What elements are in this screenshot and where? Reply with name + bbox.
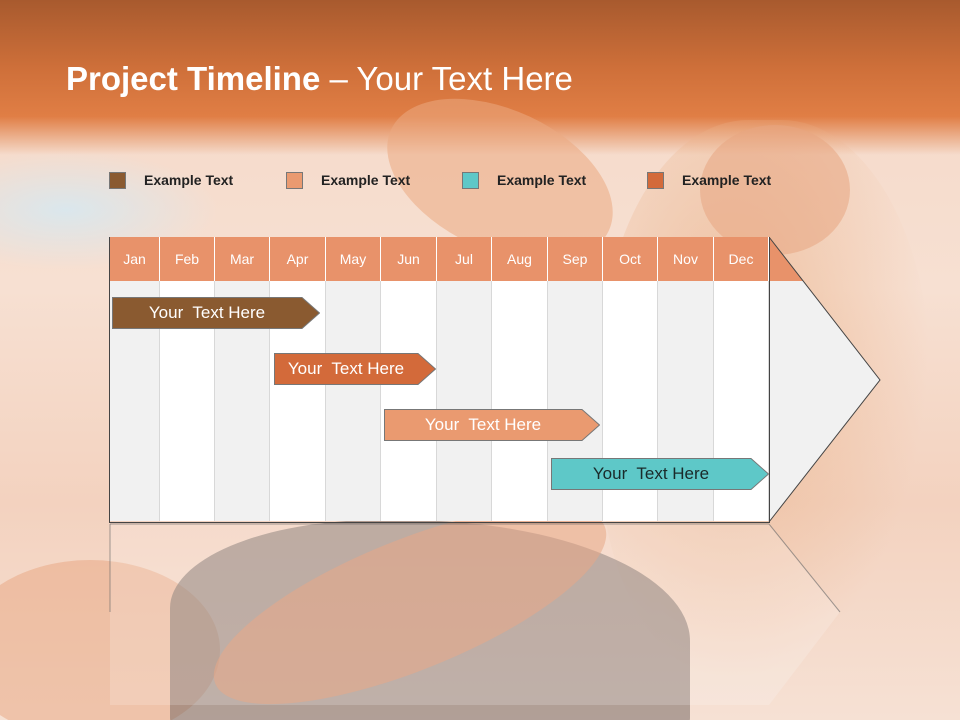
legend-item-2: Example Text bbox=[286, 170, 410, 190]
task-bar-arrow bbox=[384, 409, 600, 441]
task-bar-4: Your Text Here bbox=[551, 458, 769, 490]
month-column-aug bbox=[492, 281, 548, 521]
task-bar-shape bbox=[551, 458, 769, 490]
legend-label: Example Text bbox=[144, 172, 234, 188]
month-column-jun bbox=[381, 281, 437, 521]
task-bar-1: Your Text Here bbox=[112, 297, 320, 329]
task-bar-shape bbox=[384, 409, 600, 441]
title-main: Project Timeline bbox=[66, 60, 321, 97]
legend-label: Example Text bbox=[497, 172, 587, 188]
legend-swatch bbox=[462, 171, 479, 189]
task-bar-label: Your Text Here bbox=[148, 303, 266, 322]
arrow-outline bbox=[768, 236, 881, 523]
month-label-jul: Jul bbox=[437, 237, 492, 281]
reflection-edge-right bbox=[768, 523, 841, 613]
task-bar-shape bbox=[112, 297, 320, 329]
month-label-oct: Oct bbox=[603, 237, 658, 281]
task-bar-label: Your Text Here bbox=[424, 415, 542, 434]
month-label-mar: Mar bbox=[215, 237, 270, 281]
legend-item-1: Example Text bbox=[109, 170, 233, 190]
task-bar-label: Your Text Here bbox=[287, 359, 405, 378]
month-label-sep: Sep bbox=[548, 237, 603, 281]
timeline-reflection bbox=[110, 524, 840, 705]
task-bar-arrow bbox=[112, 297, 320, 329]
page-title: Project Timeline – Your Text Here bbox=[66, 60, 573, 98]
month-label-nov: Nov bbox=[658, 237, 714, 281]
task-bar-arrow bbox=[551, 458, 769, 490]
month-column-jul bbox=[437, 281, 492, 521]
task-bar-2: Your Text Here bbox=[274, 353, 436, 385]
arrow-head bbox=[769, 281, 880, 522]
month-column-may bbox=[326, 281, 381, 521]
legend-label: Example Text bbox=[682, 172, 772, 188]
legend-label: Example Text bbox=[321, 172, 411, 188]
month-label-apr: Apr bbox=[270, 237, 326, 281]
task-bar-shape bbox=[274, 353, 436, 385]
month-label-jun: Jun bbox=[381, 237, 437, 281]
legend-swatch bbox=[647, 171, 664, 189]
month-label-dec: Dec bbox=[714, 237, 769, 281]
legend-swatch bbox=[109, 171, 126, 189]
task-bar-label: Your Text Here bbox=[592, 464, 710, 483]
legend-item-4: Example Text bbox=[647, 170, 771, 190]
task-bar-3: Your Text Here bbox=[384, 409, 600, 441]
month-label-jan: Jan bbox=[110, 237, 160, 281]
month-label-aug: Aug bbox=[492, 237, 548, 281]
legend-swatch bbox=[286, 171, 303, 189]
title-subtitle: – Your Text Here bbox=[320, 60, 573, 97]
month-label-may: May bbox=[326, 237, 381, 281]
month-label-feb: Feb bbox=[160, 237, 215, 281]
task-bar-arrow bbox=[274, 353, 436, 385]
legend-item-3: Example Text bbox=[462, 170, 586, 190]
